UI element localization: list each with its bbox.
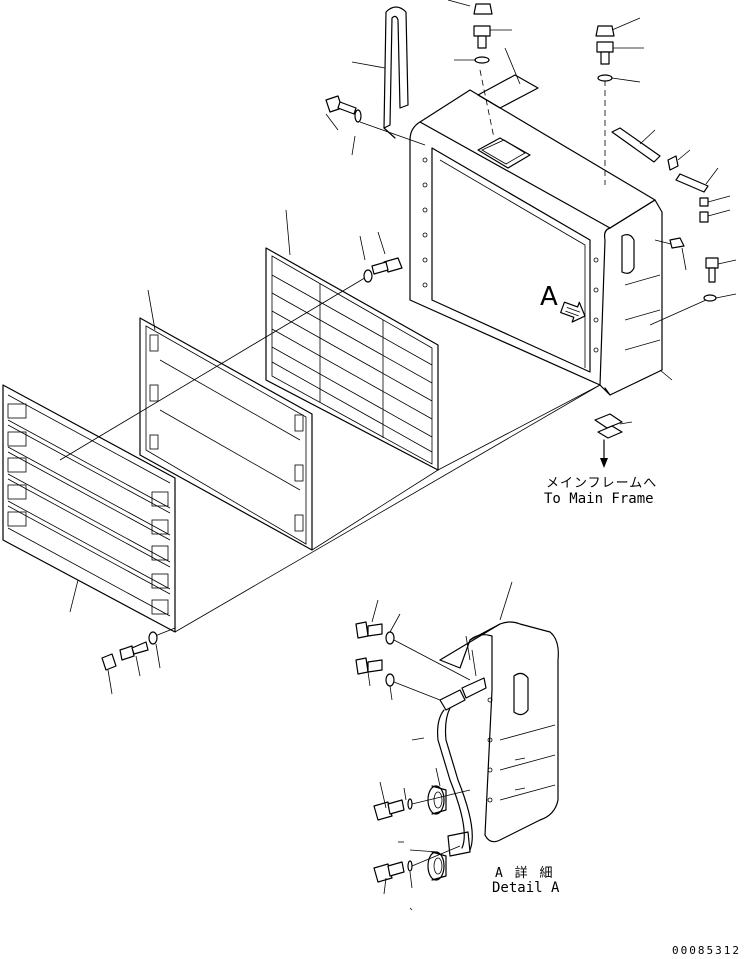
grille-panel-middle: [139, 317, 313, 551]
view-marker-a: A: [540, 282, 558, 312]
detail-caption-english: Detail A: [492, 880, 560, 896]
handle-bar: [383, 6, 409, 139]
detail-caption-japanese: A 詳 細: [495, 866, 555, 881]
drawing-number: 00085312: [672, 944, 741, 957]
direction-note-english: To Main Frame: [544, 491, 654, 507]
front-grille: [2, 384, 176, 633]
guard-frame: [409, 74, 663, 468]
direction-note-japanese: メインフレームへ: [546, 476, 658, 491]
fasteners-top: [101, 3, 719, 671]
grille-panel-rear: [265, 247, 439, 471]
view-arrow-a: [560, 301, 586, 323]
center-lines: [59, 69, 707, 637]
detail-a-view: [355, 581, 559, 911]
leader-lines: [69, 0, 737, 695]
